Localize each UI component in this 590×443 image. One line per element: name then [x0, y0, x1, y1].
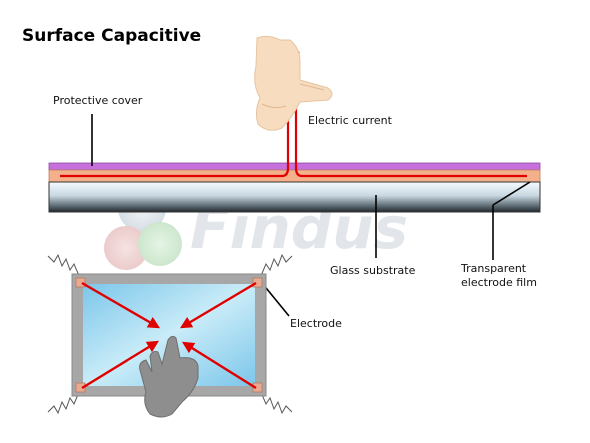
protective-cover-layer: [48, 162, 541, 171]
label-transparent-line2: electrode film: [461, 276, 537, 289]
corner-wires: [47, 253, 293, 415]
electrode-pad-tr: [252, 277, 263, 288]
label-glass-substrate: Glass substrate: [330, 264, 416, 277]
label-transparent-electrode-film: Transparent electrode film: [461, 262, 537, 290]
gray-hand-icon: [139, 335, 199, 418]
label-protective-cover: Protective cover: [53, 94, 143, 107]
glass-substrate-layer: [48, 181, 541, 213]
diagram-title: Surface Capacitive: [22, 26, 202, 46]
label-electrode: Electrode: [290, 317, 342, 330]
label-electric-current: Electric current: [308, 114, 392, 127]
layer-stack: [48, 162, 541, 213]
corner-current-arrows: [81, 281, 257, 390]
electrode-pad-tl: [75, 277, 86, 288]
hand-icon: [254, 35, 333, 131]
label-transparent-line1: Transparent: [461, 262, 527, 275]
